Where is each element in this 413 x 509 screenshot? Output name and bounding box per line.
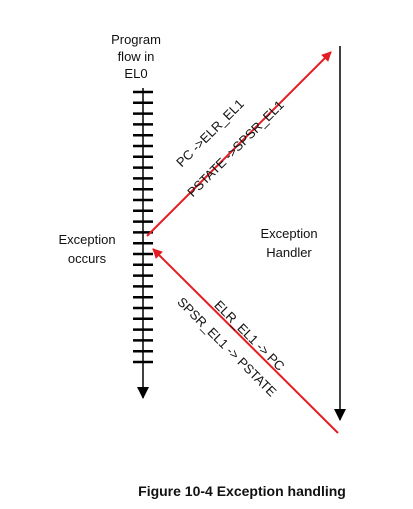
exception-handler-label-line1: Exception xyxy=(260,226,317,241)
program-flow-timeline xyxy=(133,88,153,399)
program-flow-label-line3: EL0 xyxy=(124,66,147,81)
entry-arrow-labels: PC ->ELR_EL1 PSTATE ->SPSR_EL1 xyxy=(173,96,287,200)
figure-caption: Figure 10-4 Exception handling xyxy=(138,483,346,499)
exception-handler-label-line2: Handler xyxy=(266,245,312,260)
timeline-ticks xyxy=(133,90,153,364)
return-arrow-labels: ELR_EL1 -> PC SPSR_EL1 -> PSTATE xyxy=(174,294,287,399)
program-flow-label-line2: flow in xyxy=(118,49,155,64)
exception-occurs-label-line2: occurs xyxy=(68,251,107,266)
exception-entry-arrow xyxy=(146,51,332,237)
exception-occurs-label-line1: Exception xyxy=(58,232,115,247)
exception-return-arrow xyxy=(152,248,339,434)
program-flow-label-line1: Program xyxy=(111,32,161,47)
